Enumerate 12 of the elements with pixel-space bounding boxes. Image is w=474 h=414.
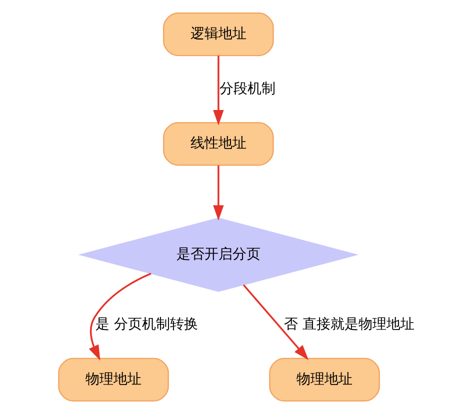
edge-label: 否 直接就是物理地址 xyxy=(284,316,415,333)
arrow xyxy=(213,56,224,126)
arrow xyxy=(213,166,224,221)
node-box: 物理地址 xyxy=(58,358,169,402)
node-diamond: 是否开启分页 xyxy=(78,218,359,292)
node-box: 物理地址 xyxy=(269,358,380,402)
arrow xyxy=(88,272,152,360)
edge-label: 是 分页机制转换 xyxy=(95,316,198,333)
arrow xyxy=(242,284,309,360)
edge-label: 分段机制 xyxy=(219,80,276,97)
node-box: 逻辑地址 xyxy=(163,12,274,56)
node-box: 线性地址 xyxy=(163,122,274,166)
